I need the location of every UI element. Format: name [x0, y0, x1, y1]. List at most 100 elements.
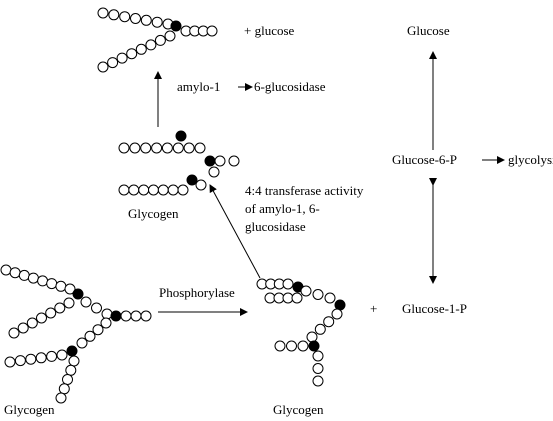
glycogen-right: [256, 278, 346, 387]
glucose-unit: [312, 363, 324, 374]
glucose-unit: [27, 272, 39, 284]
phosphorylase-label: Phosphorylase: [159, 285, 235, 300]
glucose-unit: [312, 350, 324, 362]
glucose-unit: [140, 142, 152, 154]
glucose-unit: [92, 324, 104, 336]
glucose-unit: [194, 142, 206, 154]
glucose-label: Glucose: [407, 23, 450, 38]
glucose-unit: [126, 48, 138, 60]
branch-point-unit: [170, 20, 182, 32]
glucose-unit: [161, 142, 173, 154]
glucose-1-phosphate-label: Glucose-1-P: [402, 301, 467, 316]
glucose-unit: [64, 283, 76, 295]
glucose-unit: [100, 317, 112, 329]
glucose-unit: [145, 39, 157, 51]
glucose-unit: [286, 340, 297, 352]
transferase-label-line3: glucosidase: [245, 219, 306, 234]
glucose-unit: [65, 364, 77, 376]
glucose-unit: [26, 317, 38, 329]
glucose-unit: [323, 316, 335, 328]
glucose-unit: [101, 308, 113, 320]
glucose-unit: [107, 57, 119, 69]
glucose-unit: [8, 327, 20, 339]
glucose-unit: [56, 349, 68, 361]
branch-point-unit: [110, 310, 122, 322]
glucose-unit: [208, 166, 220, 178]
glucose-unit: [297, 340, 309, 352]
glucose-unit: [118, 184, 130, 196]
glucose-unit: [331, 308, 343, 320]
glucose-unit: [97, 61, 109, 73]
glucose-unit: [18, 269, 30, 281]
glucose-unit: [167, 184, 179, 196]
glucose-unit: [206, 25, 218, 37]
glucose-unit: [108, 9, 120, 21]
debranching-enzyme-label: amylo-1: [177, 79, 220, 94]
glucose-unit: [274, 340, 286, 352]
glucose-unit: [116, 52, 128, 64]
glucose-unit: [130, 13, 141, 24]
glucose-unit: [119, 11, 131, 23]
glucose-unit: [120, 310, 132, 322]
glucose-unit: [300, 285, 312, 297]
glucose-6-phosphate-label: Glucose-6-P: [392, 152, 457, 167]
glycogen-left-label: Glycogen: [4, 402, 55, 417]
glucose-unit: [154, 34, 166, 46]
glycogen-debranched-top: [97, 7, 218, 73]
glucose-unit: [46, 278, 58, 290]
glucose-unit: [282, 278, 294, 290]
glucose-unit: [4, 356, 16, 368]
glycogen-middle-label: Glycogen: [128, 206, 179, 221]
branch-point-unit: [186, 174, 198, 186]
glucose-unit: [129, 142, 141, 154]
glycogen-right-label: Glycogen: [273, 402, 324, 417]
glucose-unit: [9, 267, 21, 279]
branch-point-unit: [308, 340, 320, 352]
branch-point-unit: [334, 299, 346, 311]
glucose-product-label: + glucose: [244, 23, 295, 38]
glucose-unit: [35, 352, 47, 364]
glucose-unit: [312, 375, 324, 387]
glucose-unit: [324, 292, 336, 304]
glucose-unit: [45, 307, 57, 319]
glucose-unit: [140, 14, 152, 26]
glucose-unit: [46, 350, 58, 362]
glucose-unit: [148, 184, 159, 196]
glucose-unit: [55, 392, 67, 404]
glucose-unit: [291, 292, 303, 304]
glucose-unit: [37, 275, 49, 287]
glucose-unit: [62, 374, 73, 385]
glucose-unit: [54, 302, 66, 314]
glycolysis-label: glycolysis: [508, 152, 553, 167]
branch-point-unit: [66, 345, 78, 357]
glucose-unit: [172, 142, 184, 154]
glucose-unit: [128, 184, 140, 196]
branch-point-unit: [204, 155, 216, 167]
transferase-label-line2: of amylo-1, 6-: [245, 201, 320, 216]
glucose-unit: [68, 355, 80, 367]
transferase-label-line1: 4:4 transferase activity: [245, 183, 364, 198]
glucose-unit: [135, 43, 147, 55]
glucose-unit: [14, 355, 26, 367]
glucose-unit: [314, 323, 326, 335]
glucose-unit: [84, 330, 96, 342]
glucose-unit: [91, 302, 102, 314]
glucose-unit: [183, 142, 195, 154]
transferase-arrow: [209, 184, 261, 279]
glucose-unit: [164, 30, 176, 42]
plus-sign: +: [370, 301, 377, 316]
branch-point-unit: [175, 130, 187, 142]
glucose-unit: [151, 16, 163, 28]
glucose-unit: [80, 296, 92, 308]
glucose-unit: [306, 331, 318, 343]
glucose-unit: [228, 155, 240, 167]
glucose-unit: [151, 142, 163, 154]
glucose-unit: [0, 264, 12, 276]
glycogen-left: [0, 264, 152, 404]
glucose-unit: [25, 353, 37, 365]
glucose-unit: [312, 289, 324, 300]
glucose-unit: [118, 142, 130, 154]
glucose-unit: [76, 337, 88, 349]
